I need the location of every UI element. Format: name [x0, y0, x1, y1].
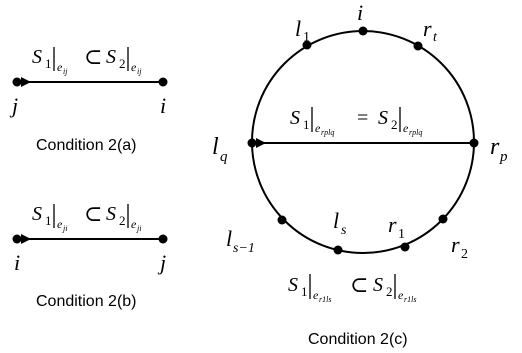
formula-2a-rhs-set: S [106, 46, 116, 68]
formula-2b-rhs-sub: 2 [119, 213, 126, 228]
svg-text:p: p [499, 149, 508, 165]
node-label-2a-i: i [160, 93, 166, 118]
svg-text:q: q [220, 149, 228, 165]
svg-text:t: t [433, 30, 438, 45]
node-2c-r1 [400, 242, 410, 252]
panel-condition-2c: i l 1 r t l q r p l s−1 l s r 1 [212, 0, 508, 348]
node-label-2c-l1: l 1 [295, 16, 310, 45]
node-label-2c-rp: r p [490, 134, 508, 165]
caption-2b: Condition 2(b) [36, 293, 137, 310]
svg-text:l: l [212, 134, 219, 160]
svg-text:1: 1 [303, 30, 310, 45]
node-2a-j [12, 77, 22, 87]
formula-2b-lhs-sub: 1 [45, 213, 52, 228]
svg-text:rplq: rplq [321, 128, 334, 137]
formula-2b-lhs-edge-sub: ji [62, 224, 67, 233]
caption-2c: Condition 2(c) [308, 331, 408, 348]
svg-text:r: r [388, 212, 397, 237]
svg-text:2: 2 [386, 284, 393, 299]
node-label-2b-i: i [14, 250, 20, 275]
formula-2a-rhs-edge-sub: ij [137, 67, 142, 76]
formula-2a-lhs-edge-sub: ij [63, 67, 68, 76]
node-2b-j [158, 234, 168, 244]
node-label-2c-r2: r 2 [451, 232, 468, 262]
formula-2a-lhs-edge: e [57, 60, 63, 74]
svg-text:S: S [288, 274, 298, 296]
node-2c-l1 [302, 40, 312, 50]
svg-text:e: e [315, 121, 321, 135]
formula-2a-lhs-set: S [32, 46, 42, 68]
caption-2a: Condition 2(a) [36, 137, 137, 154]
svg-text:S: S [373, 274, 383, 296]
svg-text:r: r [451, 232, 460, 257]
formula-2b-rhs-edge-sub: ji [136, 224, 141, 233]
node-2c-ls-minus-1 [277, 215, 287, 225]
svg-text:l: l [226, 226, 232, 251]
node-2c-lq [247, 138, 257, 148]
formula-2a: S 1 e ij ⊂ S 2 e ij [32, 44, 142, 76]
node-label-2c-i: i [357, 0, 363, 25]
node-2b-i [12, 234, 22, 244]
svg-text:r1ls: r1ls [404, 295, 416, 304]
formula-2b-relation: ⊂ [84, 201, 102, 226]
node-2c-rt [413, 41, 423, 51]
svg-text:l: l [333, 208, 339, 233]
svg-text:i: i [357, 0, 363, 25]
node-label-2c-ls-minus-1: l s−1 [226, 226, 255, 256]
svg-text:S: S [290, 107, 300, 129]
svg-text:e: e [313, 288, 319, 302]
svg-text:1: 1 [303, 117, 310, 132]
node-2c-rp [469, 138, 479, 148]
svg-text:r: r [423, 16, 432, 41]
svg-text:l: l [295, 16, 301, 41]
node-2c-r2 [438, 214, 448, 224]
svg-text:2: 2 [391, 117, 398, 132]
node-2c-ls [333, 245, 343, 255]
node-label-2b-j: j [157, 250, 166, 275]
formula-2a-lhs-sub: 1 [45, 56, 52, 71]
svg-text:s: s [341, 223, 347, 238]
formula-2a-relation: ⊂ [84, 44, 102, 69]
node-2c-i [358, 26, 368, 36]
node-2a-i [158, 77, 168, 87]
svg-text:S: S [378, 107, 388, 129]
svg-text:e: e [398, 288, 404, 302]
node-label-2c-rt: r t [423, 16, 438, 45]
formula-2a-rhs-edge: e [131, 60, 137, 74]
svg-text:rplq: rplq [409, 128, 422, 137]
formula-2a-rhs-sub: 2 [119, 56, 126, 71]
node-label-2a-j: j [9, 93, 18, 118]
formula-2b-lhs-set: S [32, 203, 42, 225]
panel-condition-2b: S 1 e ji ⊂ S 2 e ji i j Condition 2(b) [12, 201, 168, 310]
node-label-2c-ls: l s [333, 208, 347, 238]
svg-text:=: = [357, 107, 368, 129]
node-label-2c-r1: r 1 [388, 212, 405, 242]
svg-text:s−1: s−1 [233, 241, 255, 256]
formula-2b-lhs-edge: e [57, 217, 63, 231]
formula-2b-rhs-set: S [106, 203, 116, 225]
svg-text:1: 1 [398, 227, 405, 242]
svg-text:1: 1 [301, 284, 308, 299]
formula-2b-rhs-edge: e [131, 217, 137, 231]
svg-text:r1ls: r1ls [319, 295, 331, 304]
svg-text:r: r [490, 134, 500, 160]
svg-text:2: 2 [461, 247, 468, 262]
formula-2c-chord: S 1 e rplq = S 2 e rplq [290, 107, 422, 137]
panel-condition-2a: S 1 e ij ⊂ S 2 e ij j i Condition 2(a) [9, 44, 168, 154]
node-label-2c-lq: l q [212, 134, 228, 165]
formula-2b: S 1 e ji ⊂ S 2 e ji [32, 201, 141, 233]
svg-text:⊂: ⊂ [350, 272, 368, 297]
svg-text:e: e [403, 121, 409, 135]
formula-2c-bottom: S 1 e r1ls ⊂ S 2 e r1ls [288, 272, 416, 304]
